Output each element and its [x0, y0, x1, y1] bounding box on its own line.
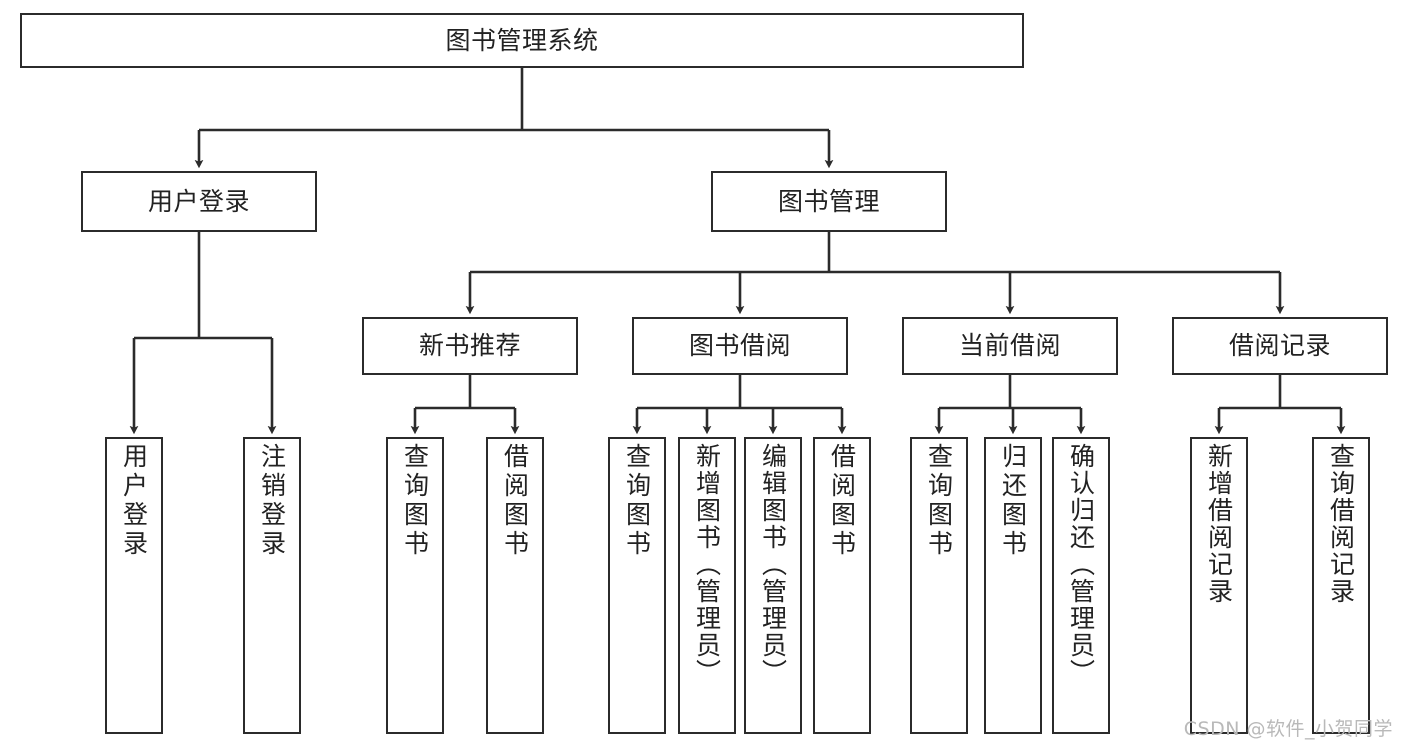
node-leaf-borrow-book-rec[interactable]: 借阅图书	[486, 437, 544, 734]
node-leaf-user-login[interactable]: 用户登录	[105, 437, 163, 734]
node-leaf-add-book-label: 新增图书（管理员）	[692, 443, 722, 686]
node-leaf-return-book[interactable]: 归还图书	[984, 437, 1042, 734]
node-leaf-add-borrow-record[interactable]: 新增借阅记录	[1190, 437, 1248, 734]
node-leaf-user-login-label: 用户登录	[119, 443, 149, 559]
node-user-login-label: 用户登录	[147, 186, 250, 216]
node-leaf-edit-book-label: 编辑图书（管理员）	[758, 443, 788, 686]
node-book-management[interactable]: 图书管理	[711, 171, 947, 232]
node-leaf-confirm-return[interactable]: 确认归还（管理员）	[1052, 437, 1110, 734]
node-new-book-recommend[interactable]: 新书推荐	[362, 317, 578, 375]
node-leaf-add-book[interactable]: 新增图书（管理员）	[678, 437, 736, 734]
node-leaf-query-book-borrow[interactable]: 查询图书	[608, 437, 666, 734]
node-leaf-logout[interactable]: 注销登录	[243, 437, 301, 734]
node-book-management-label: 图书管理	[777, 186, 880, 216]
node-borrow-record-label: 借阅记录	[1228, 331, 1331, 361]
csdn-watermark: CSDN @软件_小贺同学	[1183, 718, 1393, 740]
node-root[interactable]: 图书管理系统	[20, 13, 1024, 68]
node-leaf-return-book-label: 归还图书	[998, 443, 1028, 559]
node-user-login[interactable]: 用户登录	[81, 171, 317, 232]
node-leaf-query-book-rec[interactable]: 查询图书	[386, 437, 444, 734]
node-leaf-query-book-current-label: 查询图书	[924, 443, 954, 559]
node-root-label: 图书管理系统	[445, 25, 599, 55]
node-leaf-query-book-current[interactable]: 查询图书	[910, 437, 968, 734]
node-new-book-recommend-label: 新书推荐	[418, 331, 521, 361]
node-leaf-add-borrow-record-label: 新增借阅记录	[1204, 443, 1234, 605]
node-leaf-edit-book[interactable]: 编辑图书（管理员）	[744, 437, 802, 734]
node-leaf-query-book-rec-label: 查询图书	[400, 443, 430, 559]
node-book-borrow-label: 图书借阅	[688, 331, 791, 361]
node-current-borrow-label: 当前借阅	[958, 331, 1061, 361]
node-borrow-record[interactable]: 借阅记录	[1172, 317, 1388, 375]
node-leaf-confirm-return-label: 确认归还（管理员）	[1066, 443, 1096, 686]
node-leaf-borrow-book[interactable]: 借阅图书	[813, 437, 871, 734]
node-leaf-logout-label: 注销登录	[257, 443, 287, 559]
node-leaf-borrow-book-rec-label: 借阅图书	[500, 443, 530, 559]
node-current-borrow[interactable]: 当前借阅	[902, 317, 1118, 375]
node-book-borrow[interactable]: 图书借阅	[632, 317, 848, 375]
node-leaf-query-borrow-record-label: 查询借阅记录	[1326, 443, 1356, 605]
node-leaf-query-book-borrow-label: 查询图书	[622, 443, 652, 559]
node-leaf-borrow-book-label: 借阅图书	[827, 443, 857, 559]
node-leaf-query-borrow-record[interactable]: 查询借阅记录	[1312, 437, 1370, 734]
